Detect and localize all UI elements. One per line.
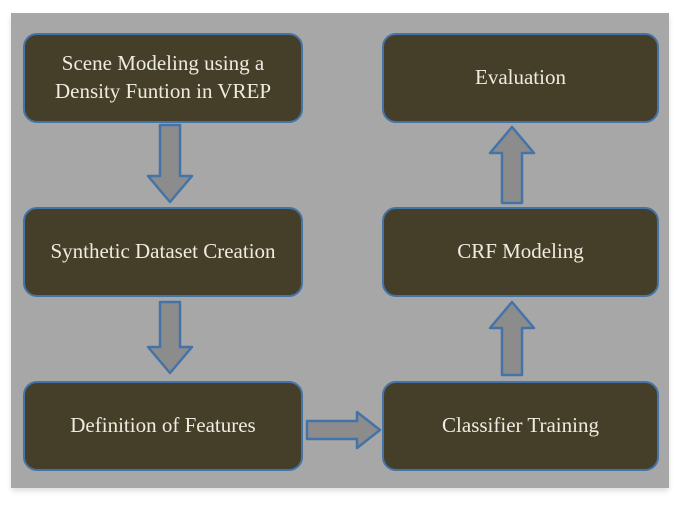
arrow-down-icon-synthetic-to-features (146, 300, 194, 375)
node-definition-features: Definition of Features (23, 381, 303, 471)
arrow-up-icon-crf-to-evaluation (488, 125, 536, 205)
diagram-canvas: Scene Modeling using a Density Funtion i… (11, 13, 669, 488)
node-evaluation: Evaluation (382, 33, 659, 123)
node-crf-modeling: CRF Modeling (382, 207, 659, 297)
arrow-right-icon-features-to-classifier (305, 410, 382, 450)
arrow-down-icon-scene-to-synthetic (146, 123, 194, 204)
node-classifier-training: Classifier Training (382, 381, 659, 471)
node-scene-modeling: Scene Modeling using a Density Funtion i… (23, 33, 303, 123)
arrow-up-icon-classifier-to-crf (488, 300, 536, 377)
node-synthetic-dataset: Synthetic Dataset Creation (23, 207, 303, 297)
